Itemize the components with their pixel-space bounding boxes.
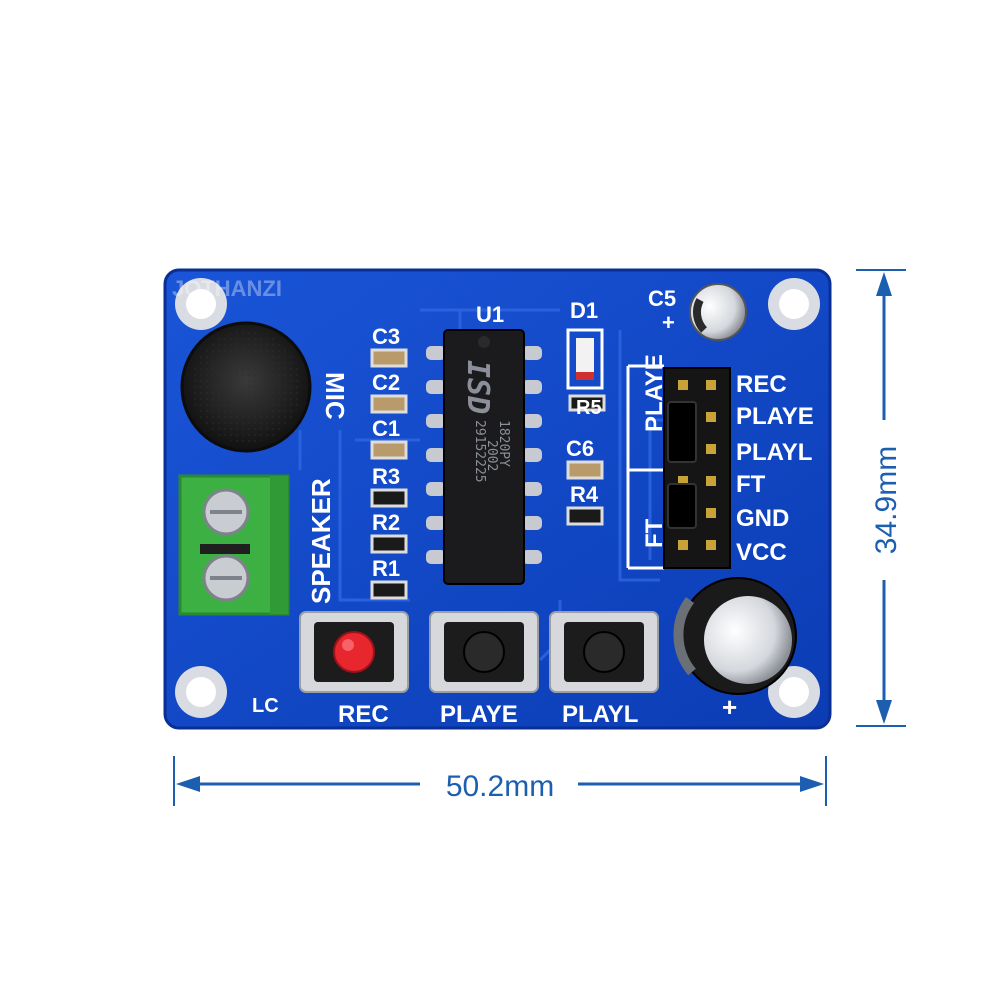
r2-label: R2 (372, 510, 400, 535)
pin-header: PLAYE FT REC PLAYE PLAYL FT GND VCC (626, 354, 814, 570)
jumper-playe (667, 401, 697, 463)
playl-button-cap (583, 631, 625, 673)
capacitor-large: + (673, 577, 797, 722)
width-dimension: 50.2mm (173, 756, 827, 806)
width-arrow-left-icon (176, 776, 200, 792)
playe-button-label: PLAYE (440, 701, 518, 728)
ic-line3: 29152225 (472, 420, 487, 483)
microphone (180, 321, 312, 453)
smd-left-column: C3 C2 C1 R3 R2 R1 (370, 324, 408, 600)
pin-label-vcc: VCC (736, 539, 787, 566)
lc-mark: LC (252, 695, 279, 717)
speaker-terminal (178, 474, 290, 616)
c5-plus: + (662, 310, 675, 335)
speaker-label: SPEAKER (306, 478, 336, 604)
r5-label: R5 (576, 397, 602, 419)
playe-button[interactable] (429, 611, 539, 693)
ic-line1: 1820PY (496, 420, 511, 467)
mounting-hole-bottom-left (175, 666, 227, 718)
ic-brand: ISD (460, 360, 495, 414)
pin-label-gnd: GND (736, 505, 789, 532)
c6-label: C6 (566, 436, 594, 461)
playe-button-cap (463, 631, 505, 673)
height-label: 34.9mm (870, 446, 903, 554)
mounting-hole-top-right (768, 278, 820, 330)
pin-label-playl: PLAYL (736, 439, 812, 466)
playl-button-label: PLAYL (562, 701, 638, 728)
watermark: JOTHANZI (172, 276, 282, 301)
jumper-ft (667, 483, 697, 529)
r4-label: R4 (570, 482, 599, 507)
rec-button-cap (333, 631, 375, 673)
height-arrow-up-icon (876, 272, 892, 296)
mounting-hole-bottom-right (768, 666, 820, 718)
r3-label: R3 (372, 464, 400, 489)
c3-label: C3 (372, 324, 400, 349)
d1-label: D1 (570, 298, 598, 323)
capacitor-c5: C5 + (648, 283, 747, 341)
height-dimension: 34.9mm (856, 269, 906, 727)
pin-label-ft: FT (736, 471, 766, 498)
mic-label: MIC (320, 372, 350, 420)
c2-label: C2 (372, 370, 400, 395)
pin-label-rec: REC (736, 371, 787, 398)
width-label: 50.2mm (446, 770, 554, 803)
height-arrow-down-icon (876, 700, 892, 724)
mounting-hole-top-left (175, 278, 227, 330)
ic-line2: 2002 (484, 440, 499, 471)
capacitor-plus: + (722, 692, 737, 722)
width-arrow-right-icon (800, 776, 824, 792)
pin-label-playe: PLAYE (736, 403, 814, 430)
rec-button[interactable] (299, 611, 409, 693)
rec-button-label: REC (338, 701, 389, 728)
ic-chip: U1 ISD 1820PY 2002 29152225 (426, 302, 542, 585)
smd-right-column: D1 R5 C6 R4 (566, 298, 606, 526)
u1-label: U1 (476, 302, 504, 327)
c5-label: C5 (648, 286, 676, 311)
c1-label: C1 (372, 416, 400, 441)
playl-button[interactable] (549, 611, 659, 693)
r1-label: R1 (372, 556, 400, 581)
